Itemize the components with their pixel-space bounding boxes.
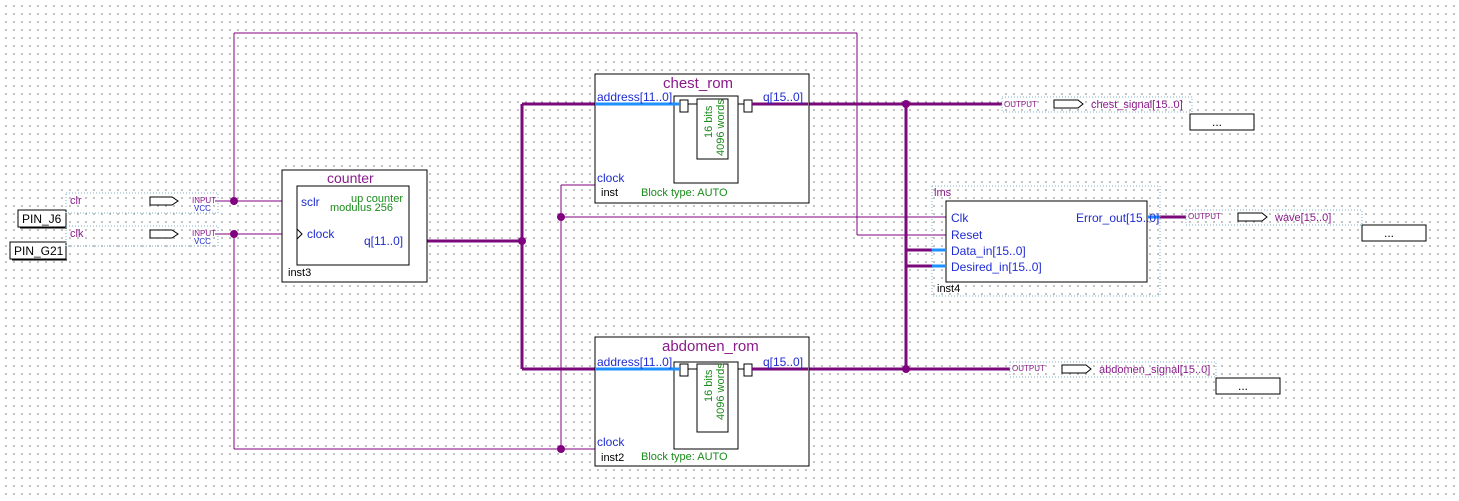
svg-text:clock: clock <box>597 171 625 185</box>
svg-text:16 bits: 16 bits <box>703 369 715 402</box>
abdomen-more-button[interactable]: ... <box>1215 377 1281 395</box>
output-pin-chest-signal[interactable]: OUTPUT chest_signal[15..0] <box>1001 96 1193 113</box>
svg-text:Block type: AUTO: Block type: AUTO <box>641 451 728 463</box>
svg-text:...: ... <box>1212 115 1222 129</box>
svg-text:PIN_G21: PIN_G21 <box>14 244 64 258</box>
svg-text:up counter: up counter <box>351 193 403 205</box>
abdomen-rom-block[interactable]: abdomen_rom address[11..0] q[15..0] cloc… <box>594 336 810 467</box>
svg-text:sclr: sclr <box>301 195 320 209</box>
svg-text:inst: inst <box>601 187 618 199</box>
svg-text:q[11..0]: q[11..0] <box>364 234 403 248</box>
input-pin-clk[interactable]: clk INPUT VCC <box>65 225 219 247</box>
svg-text:Clk: Clk <box>951 211 969 225</box>
chest-more-button[interactable]: ... <box>1189 113 1255 131</box>
svg-text:4096 words: 4096 words <box>715 363 727 420</box>
svg-text:abdomen_signal[15..0]: abdomen_signal[15..0] <box>1099 364 1210 376</box>
svg-text:clock: clock <box>307 227 335 241</box>
svg-text:VCC: VCC <box>194 204 211 213</box>
svg-text:inst4: inst4 <box>937 283 960 295</box>
svg-text:Desired_in[15..0]: Desired_in[15..0] <box>951 260 1042 274</box>
junction-dots <box>230 100 910 453</box>
svg-text:modulus 256: modulus 256 <box>330 202 393 214</box>
svg-text:...: ... <box>1238 379 1248 393</box>
svg-text:...: ... <box>1384 226 1394 240</box>
wave-more-button[interactable]: ... <box>1361 224 1427 242</box>
svg-text:Error_out[15..0]: Error_out[15..0] <box>1076 211 1159 225</box>
svg-text:inst2: inst2 <box>601 452 624 464</box>
svg-text:wave[15..0]: wave[15..0] <box>1274 212 1331 224</box>
svg-text:Reset: Reset <box>951 228 983 242</box>
svg-text:clr: clr <box>70 195 82 207</box>
svg-text:VCC: VCC <box>194 237 211 246</box>
pin-label-j6[interactable]: PIN_J6 <box>17 209 67 229</box>
chest-rom-block[interactable]: chest_rom address[11..0] q[15..0] clock … <box>594 73 810 204</box>
svg-text:inst3: inst3 <box>288 267 311 279</box>
svg-text:OUTPUT: OUTPUT <box>1004 100 1037 109</box>
svg-text:INPUT: INPUT <box>192 229 216 238</box>
pin-label-g21[interactable]: PIN_G21 <box>9 241 67 261</box>
abdomen-rom-title: abdomen_rom <box>662 338 759 355</box>
svg-text:PIN_J6: PIN_J6 <box>22 212 62 226</box>
output-pin-abdomen-signal[interactable]: OUTPUT abdomen_signal[15..0] <box>1009 361 1217 378</box>
svg-text:16 bits: 16 bits <box>703 105 715 138</box>
counter-title: counter <box>327 170 374 186</box>
svg-text:address[11..0]: address[11..0] <box>597 90 672 104</box>
svg-text:clk: clk <box>70 228 84 240</box>
input-pin-clr[interactable]: clr INPUT VCC <box>65 192 219 214</box>
svg-text:OUTPUT: OUTPUT <box>1188 212 1221 221</box>
svg-text:q[15..0]: q[15..0] <box>763 355 803 369</box>
svg-text:INPUT: INPUT <box>192 196 216 205</box>
lms-block[interactable]: lms Clk Reset Data_in[15..0] Desired_in[… <box>931 185 1161 297</box>
svg-text:4096 words: 4096 words <box>715 99 727 156</box>
svg-text:clock: clock <box>597 435 625 449</box>
svg-text:Data_in[15..0]: Data_in[15..0] <box>951 244 1026 258</box>
svg-text:OUTPUT: OUTPUT <box>1012 364 1045 373</box>
chest-rom-title: chest_rom <box>663 75 733 92</box>
svg-text:chest_signal[15..0]: chest_signal[15..0] <box>1091 99 1183 111</box>
svg-text:address[11..0]: address[11..0] <box>597 355 672 369</box>
svg-text:Block type: AUTO: Block type: AUTO <box>641 187 728 199</box>
counter-block[interactable]: counter up counter modulus 256 sclr cloc… <box>281 169 428 283</box>
lms-title: lms <box>934 187 952 199</box>
svg-text:q[15..0]: q[15..0] <box>763 90 803 104</box>
output-pin-wave[interactable]: OUTPUT wave[15..0] <box>1185 209 1363 226</box>
